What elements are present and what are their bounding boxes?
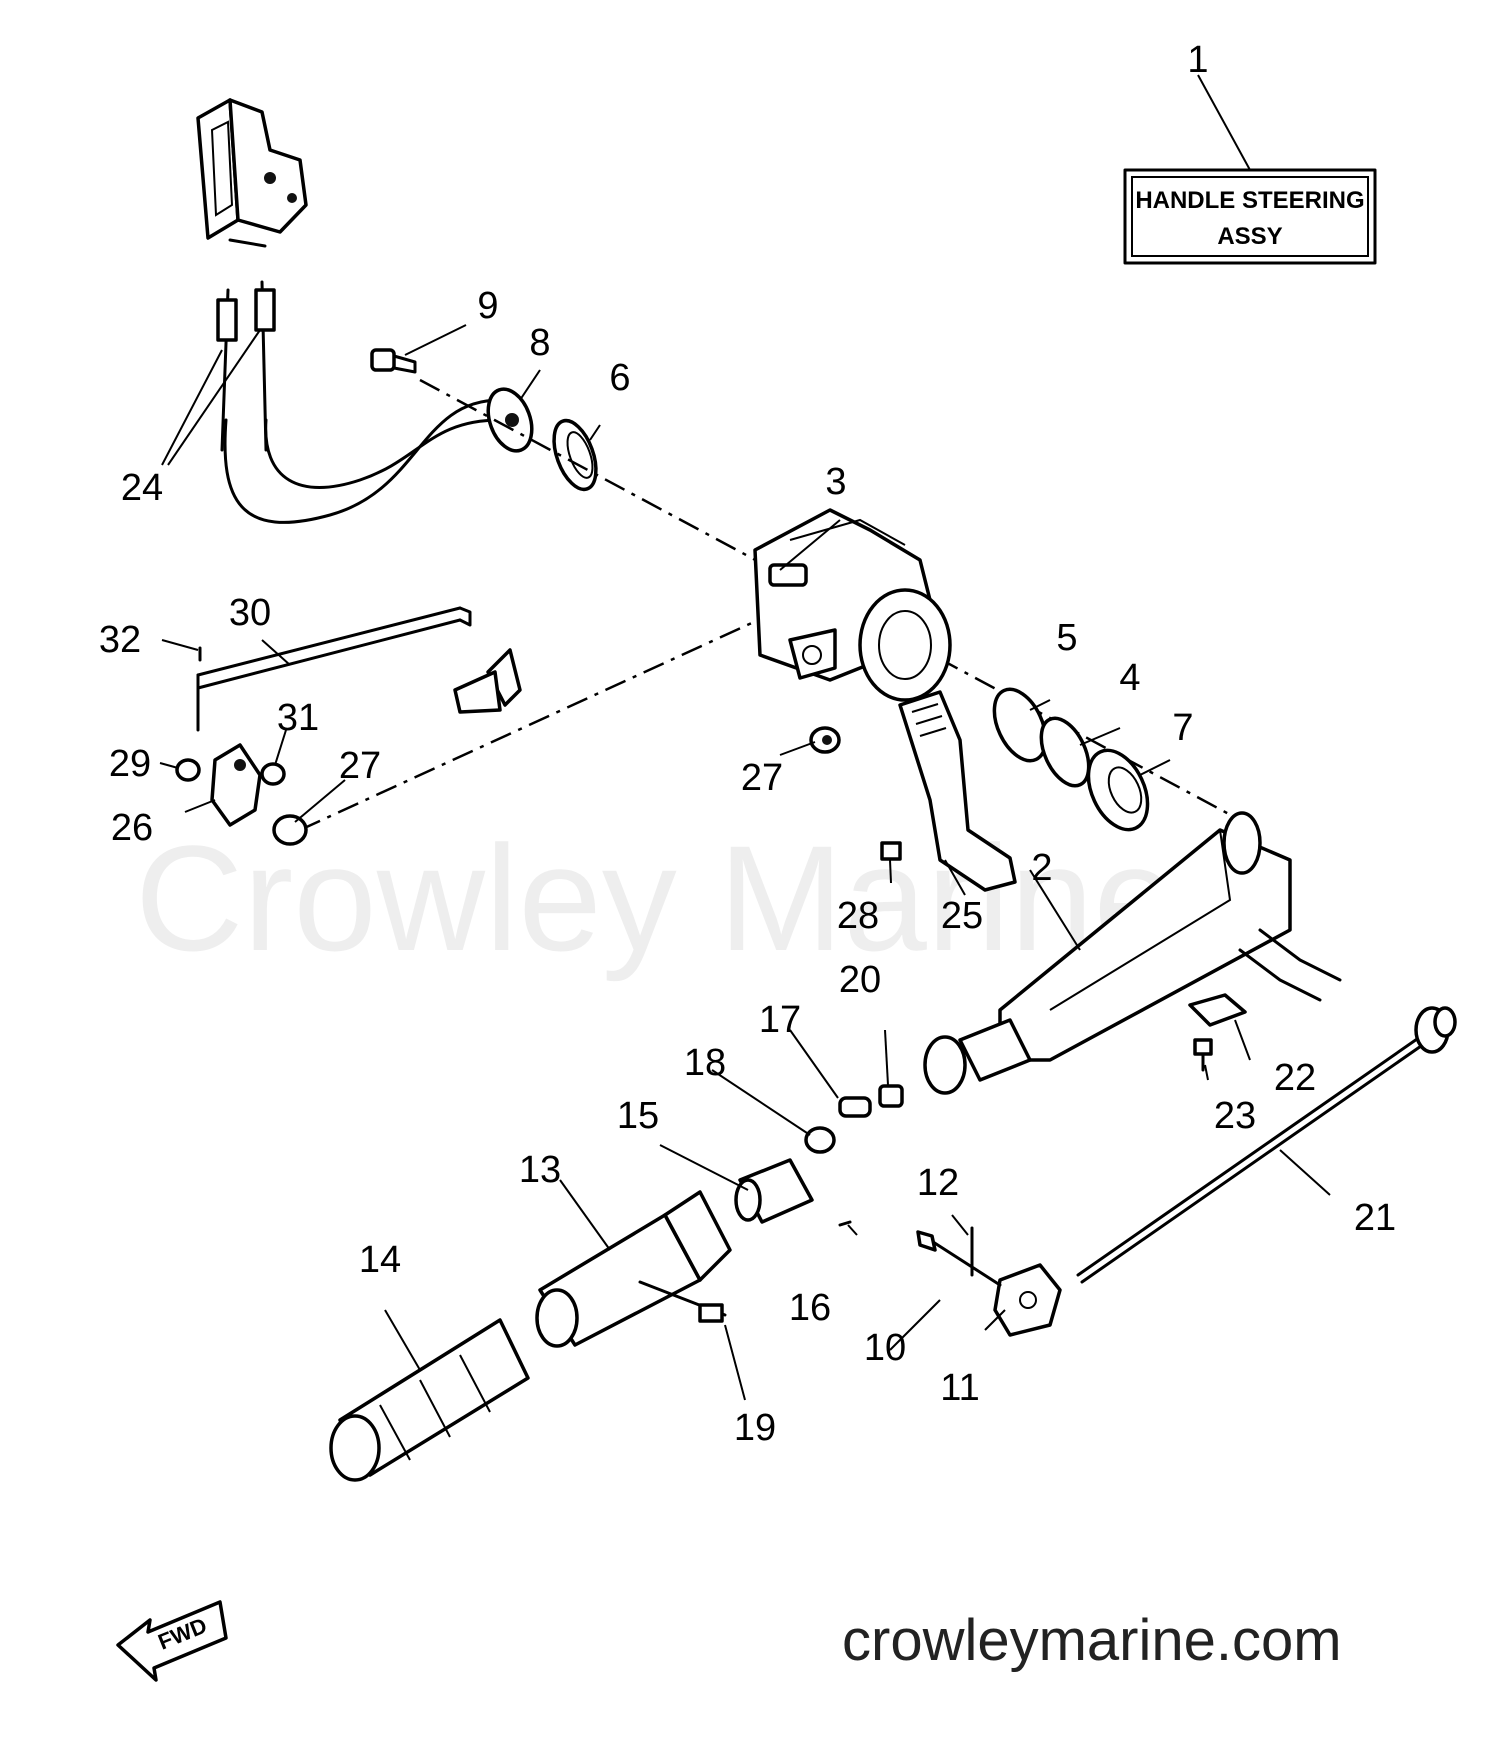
ring-5-part: [992, 687, 1048, 763]
washer-27b-part: [809, 726, 841, 754]
screw-9-part: [370, 348, 417, 374]
callout-4: 4: [1119, 657, 1140, 699]
collar-27a-part: [272, 814, 308, 846]
callout-17: 17: [759, 999, 801, 1041]
assembly-label-line1: HANDLE STEERING: [1135, 187, 1364, 214]
washer-18: [804, 1126, 836, 1154]
callout-5: 5: [1056, 617, 1077, 659]
callout-7: 7: [1172, 707, 1193, 749]
callout-18: 18: [684, 1042, 726, 1084]
leader-lines: [159, 74, 1331, 1401]
callout-8: 8: [529, 322, 550, 364]
bracket-part: [196, 98, 308, 248]
callout-28: 28: [837, 895, 879, 937]
callout-12: 12: [917, 1162, 959, 1204]
callout-20: 20: [839, 959, 881, 1001]
callout-26: 26: [111, 807, 153, 849]
assembly-label-line2: ASSY: [1217, 223, 1282, 250]
callout-22: 22: [1274, 1057, 1316, 1099]
callout-9: 9: [477, 285, 498, 327]
screw-19: [638, 1280, 727, 1323]
callout-1: 1: [1187, 39, 1208, 81]
nut-20: [878, 1084, 904, 1108]
callout-27a: 27: [339, 745, 381, 787]
callout-11: 11: [940, 1367, 979, 1409]
steering-bracket-housing: [753, 508, 952, 702]
link-bracket-part: [453, 648, 522, 714]
nut-29-part: [175, 758, 201, 782]
spring-17: [838, 1096, 872, 1118]
link-rod-30: [196, 606, 472, 732]
throttle-cables: [216, 280, 502, 524]
callout-2: 2: [1031, 847, 1052, 889]
callout-30: 30: [229, 592, 271, 634]
callout-19: 19: [734, 1407, 776, 1449]
callout-29: 29: [109, 743, 151, 785]
callout-10: 10: [864, 1327, 906, 1369]
washer-31-part: [260, 762, 286, 786]
lever-26-part: [210, 743, 262, 827]
grip-14: [329, 1318, 530, 1482]
callout-6: 6: [609, 357, 630, 399]
watermark-text: Crowley Marine: [135, 814, 1177, 982]
washer-8-part: [486, 387, 534, 453]
callout-15: 15: [617, 1095, 659, 1137]
screw-23-part: [1193, 1038, 1213, 1072]
callout-labels: 1 2 3 4 5 6 7 8 9 10 11 12 13 14 15 16 1…: [99, 39, 1396, 1449]
bolt-10-part: [916, 1230, 1002, 1287]
callout-21: 21: [1354, 1197, 1396, 1239]
throttle-shaft-13: [535, 1190, 732, 1348]
shift-lever-25: [898, 690, 1017, 892]
footer-site-text: crowleymarine.com: [842, 1608, 1342, 1673]
callout-16: 16: [789, 1287, 831, 1329]
pin-16: [838, 1220, 852, 1227]
callout-24: 24: [121, 467, 163, 509]
collar-15: [734, 1158, 814, 1224]
callout-13: 13: [519, 1149, 561, 1191]
callout-23: 23: [1214, 1095, 1256, 1137]
fwd-direction-arrow: FWD: [116, 1600, 228, 1682]
collar-6-part: [552, 418, 598, 492]
key-28-part: [880, 841, 902, 861]
callout-27b: 27: [741, 757, 783, 799]
bracket-22-part: [1188, 993, 1247, 1027]
callout-25: 25: [941, 895, 983, 937]
assembly-label-box: HANDLE STEERING ASSY: [1123, 168, 1377, 265]
steering-handle-2: [923, 811, 1342, 1095]
callout-32: 32: [99, 619, 141, 661]
callout-31: 31: [277, 697, 319, 739]
block-11-part: [993, 1263, 1062, 1337]
callout-14: 14: [359, 1239, 401, 1281]
collar-7-part: [1086, 748, 1150, 832]
callout-3: 3: [825, 461, 846, 503]
friction-rod-21: [1076, 1006, 1457, 1284]
